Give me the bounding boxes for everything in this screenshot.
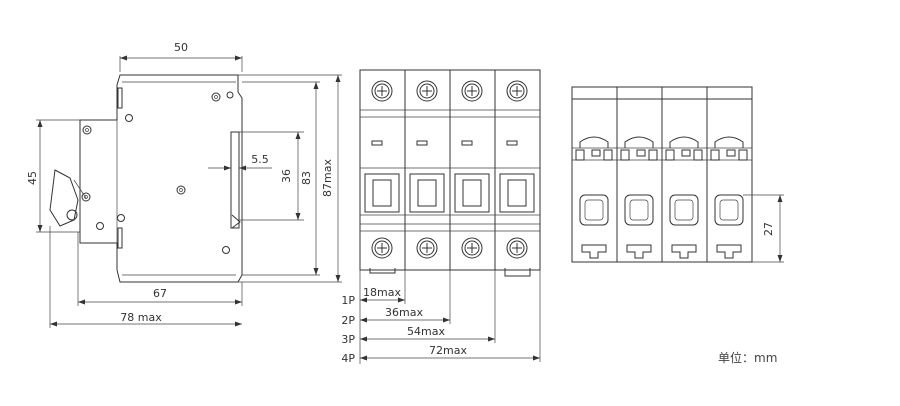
bottom-pole-1 xyxy=(575,136,613,259)
dim-5-5-label: 5.5 xyxy=(251,153,269,166)
dim-87max-label: 87max xyxy=(321,159,334,197)
pole-2p-width: 36max xyxy=(385,306,423,319)
pole-3p-label: 3P xyxy=(341,333,355,346)
bottom-view: 27 xyxy=(571,86,784,263)
pole-2p-label: 2P xyxy=(341,314,355,327)
dim-27-label: 27 xyxy=(762,222,775,236)
side-view: 50 45 5.5 36 83 87max 67 78 max xyxy=(26,41,342,328)
bottom-pole-3 xyxy=(665,136,703,259)
pole-3 xyxy=(454,80,490,259)
pole-4p-label: 4P xyxy=(341,352,355,365)
pole-1p-label: 1P xyxy=(341,294,355,307)
bottom-pole-2 xyxy=(620,136,658,259)
pole-1 xyxy=(364,80,400,274)
dim-50-label: 50 xyxy=(174,41,188,54)
pole-4 xyxy=(499,80,535,277)
pole-1p-width: 18max xyxy=(363,286,401,299)
dim-36-label: 36 xyxy=(280,169,293,183)
pole-2 xyxy=(409,80,445,259)
front-view: 1P 18max 2P 36max 3P 54max 4P 72max xyxy=(341,69,541,365)
dim-45-label: 45 xyxy=(26,171,39,185)
unit-label: 单位：mm xyxy=(718,350,777,365)
dim-83-label: 83 xyxy=(300,171,313,185)
dim-78max-label: 78 max xyxy=(120,311,162,324)
bottom-pole-4 xyxy=(710,136,748,259)
pole-4p-width: 72max xyxy=(429,344,467,357)
dim-67-label: 67 xyxy=(153,287,167,300)
pole-3p-width: 54max xyxy=(407,325,445,338)
